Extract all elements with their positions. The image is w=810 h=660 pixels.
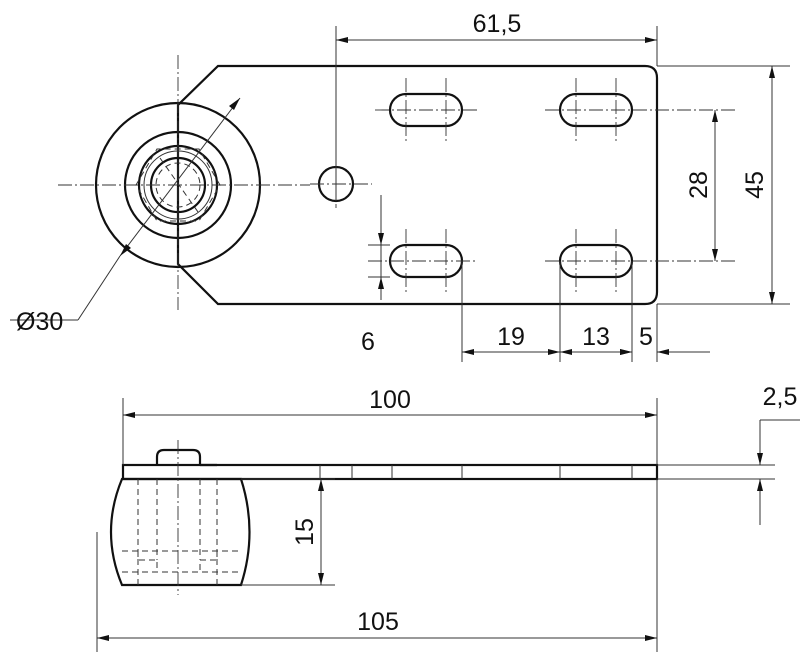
dim-6: 6 — [361, 195, 390, 356]
dim-text-61-5: 61,5 — [473, 10, 522, 38]
slot-bottom-left — [368, 229, 478, 293]
dim-105: 105 — [96, 479, 658, 652]
dim-28: 28 — [685, 110, 718, 261]
side-plate — [121, 463, 659, 481]
side-view: 100 2,5 15 105 — [96, 383, 800, 652]
side-roller — [109, 477, 251, 587]
plate-outline — [176, 64, 659, 306]
dim-text-100: 100 — [369, 386, 411, 414]
dim-15: 15 — [241, 478, 335, 586]
top-view: 61,5 45 28 Ø30 — [10, 10, 790, 362]
dim-text-15: 15 — [291, 518, 319, 546]
dim-text-6: 6 — [361, 328, 375, 356]
slot-bottom-right — [545, 229, 735, 293]
bolt-head — [155, 448, 202, 465]
dim-text-2-5: 2,5 — [763, 383, 798, 411]
slot-top-right — [545, 78, 735, 142]
dim-text-13: 13 — [582, 323, 610, 351]
slot-top-left — [375, 78, 478, 142]
dim-text-diameter-30: Ø30 — [16, 308, 63, 336]
dim-text-5: 5 — [639, 323, 653, 351]
dim-text-105: 105 — [357, 608, 399, 636]
dim-61-5: 61,5 — [335, 10, 658, 200]
dim-text-28: 28 — [685, 171, 713, 199]
dim-text-45: 45 — [741, 171, 769, 199]
dim-diameter-30: Ø30 — [10, 97, 241, 336]
dim-45: 45 — [657, 65, 790, 305]
dim-2-5: 2,5 — [657, 383, 800, 525]
dim-text-19: 19 — [497, 323, 525, 351]
dim-19-13-5: 19 13 5 — [461, 261, 710, 362]
dim-100: 100 — [122, 386, 658, 465]
